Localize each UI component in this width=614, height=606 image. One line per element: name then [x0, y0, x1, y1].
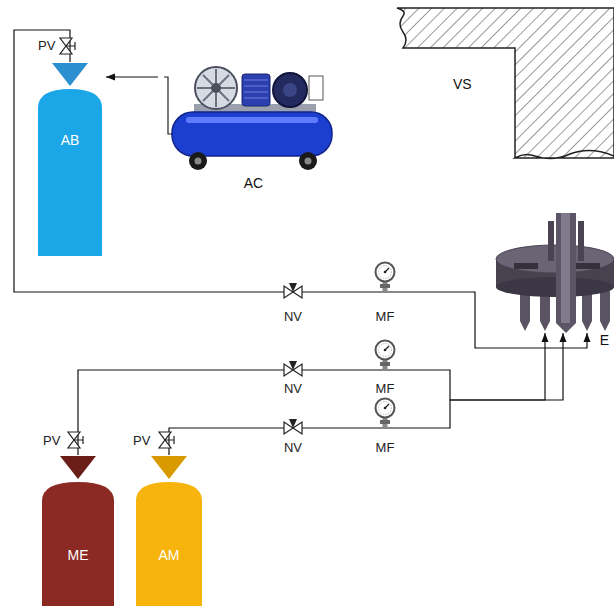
mass-flowmeter — [376, 263, 395, 293]
cylinder-body — [136, 482, 202, 606]
component-label: PV — [132, 433, 151, 448]
cylinder-valve-cone — [60, 456, 96, 479]
gas-line — [106, 76, 158, 77]
component-label: MF — [375, 309, 396, 324]
pressure-valve — [159, 432, 174, 448]
gas-cylinder — [34, 62, 106, 256]
air-compressor — [158, 60, 345, 192]
gas-line — [14, 30, 587, 348]
gas-cylinder: ME — [38, 455, 118, 606]
cylinder-body — [42, 482, 114, 606]
node-label: AM — [132, 547, 206, 563]
gas-line — [169, 333, 563, 455]
cylinder-body — [38, 89, 102, 256]
needle-valve — [284, 283, 302, 298]
cylinder-valve-cone — [52, 63, 88, 86]
pressure-valve — [68, 432, 83, 448]
vacuum-chamber — [395, 6, 614, 162]
node-label: E — [598, 332, 611, 348]
burner — [488, 213, 614, 333]
gas-cylinder: AM — [132, 455, 206, 606]
pressure-valve — [60, 38, 75, 54]
vacuum-chamber: VS — [395, 6, 614, 162]
node-label: ME — [38, 547, 118, 563]
component-label: MF — [375, 440, 396, 455]
node-label: VS — [451, 76, 474, 92]
component-label: PV — [42, 433, 61, 448]
gas-cylinder — [132, 455, 206, 606]
burner: E — [488, 213, 614, 333]
component-label: NV — [283, 309, 303, 324]
chamber-wall — [397, 8, 614, 159]
gas-line — [78, 333, 545, 455]
mass-flowmeter — [376, 399, 395, 429]
needle-valve — [284, 419, 302, 434]
component-label: MF — [375, 381, 396, 396]
mass-flowmeter — [376, 341, 395, 371]
gas-cylinder: AB — [34, 62, 106, 256]
gas-cylinder — [38, 455, 118, 606]
node-label: AC — [158, 175, 349, 191]
component-label: NV — [283, 440, 303, 455]
needle-valve — [284, 361, 302, 376]
node-label: AB — [34, 132, 106, 148]
component-label: NV — [283, 381, 303, 396]
cylinder-valve-cone — [151, 456, 187, 479]
air-compressor: AC — [158, 60, 345, 192]
component-label: PV — [37, 38, 56, 53]
